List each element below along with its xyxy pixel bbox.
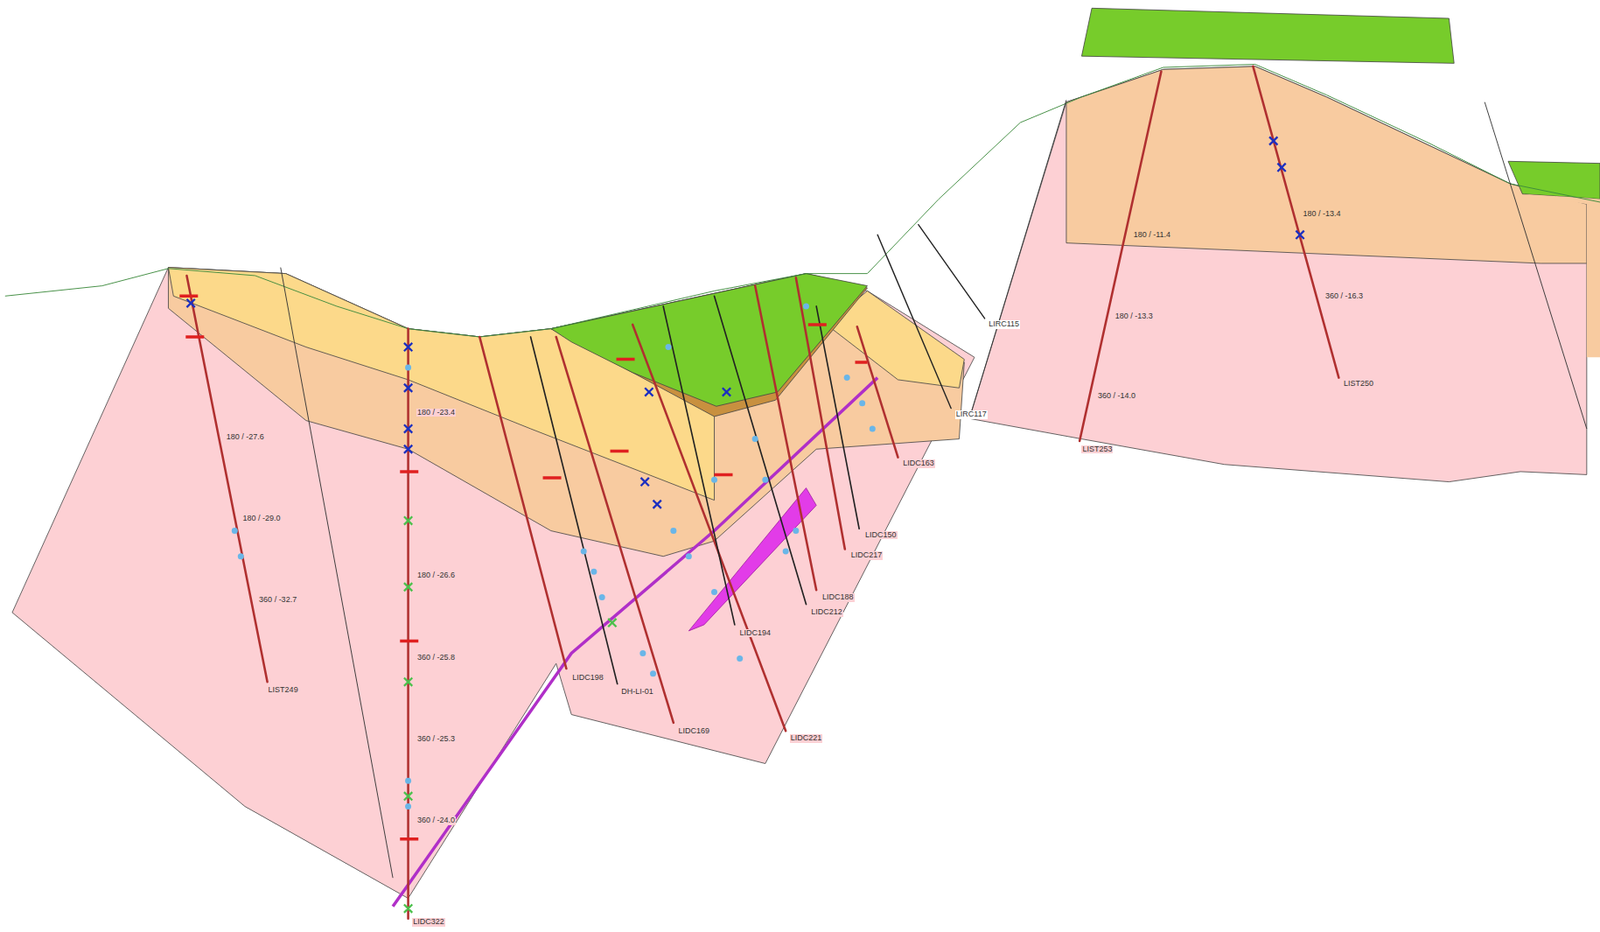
fault-zone: [392, 377, 878, 907]
drill-hole: [406, 328, 410, 919]
green-unit: [1081, 7, 1454, 63]
hole-label: LIRC115: [987, 320, 1021, 329]
depth-label: 360 / -16.3: [1324, 292, 1364, 301]
yellow-unit: [167, 267, 714, 501]
depth-label: 180 / -13.3: [1114, 312, 1154, 322]
depth-label: 360 / -25.8: [416, 653, 456, 663]
hole-label: LIDC194: [739, 628, 773, 638]
depth-label: 180 / -29.0: [241, 514, 281, 524]
hole-label: LIDC322: [412, 917, 446, 927]
drill-hole: [632, 324, 786, 731]
drill-hole: [531, 336, 618, 685]
hole-label: LIDC221: [789, 733, 824, 743]
sample-markers: [231, 302, 876, 810]
hole-label: LIDC198: [571, 673, 605, 683]
structure-marker: [186, 136, 1304, 509]
depth-label: 360 / -32.7: [258, 595, 298, 605]
fault-line: [969, 99, 1067, 419]
structure-marker: [404, 516, 617, 913]
vein-lens: [688, 488, 817, 631]
drill-hole: [479, 336, 566, 669]
fault-line: [1484, 102, 1587, 429]
hole-label: LIST249: [267, 685, 300, 695]
depth-label: 180 / -27.6: [225, 433, 266, 442]
orange-unit: [1522, 194, 1600, 358]
hole-label: LIDC150: [864, 531, 898, 540]
hole-label: LIDC217: [850, 551, 884, 560]
hole-label: LIDC163: [901, 459, 936, 469]
topography-line: [5, 64, 1600, 337]
depth-label: 180 / -26.6: [416, 571, 456, 580]
green-unit: [1508, 160, 1600, 199]
drill-hole: [754, 286, 817, 591]
hole-label: LIST253: [1081, 445, 1113, 455]
drill-holes: [186, 66, 1339, 919]
drill-hole: [918, 224, 986, 319]
depth-label: 180 / -23.4: [416, 408, 456, 418]
depth-label: 360 / -25.3: [416, 734, 456, 744]
depth-label: 180 / -11.4: [1132, 230, 1172, 240]
structure-marker: [179, 295, 867, 839]
drill-hole: [857, 326, 899, 457]
depth-label: 360 / -24.0: [416, 816, 456, 825]
drill-hole: [714, 295, 807, 604]
hole-label: DH-LI-01: [620, 687, 655, 697]
basement-unit: [969, 66, 1587, 483]
basement-unit: [12, 267, 975, 899]
green-unit: [551, 273, 868, 407]
hole-label: LIDC212: [810, 607, 844, 617]
fault-line: [280, 267, 393, 879]
drill-hole: [1079, 71, 1161, 441]
orange-unit: [167, 267, 965, 557]
hole-label: LIRC117: [955, 410, 988, 420]
depth-label: 360 / -14.0: [1096, 391, 1137, 401]
hole-label: LIDC188: [821, 593, 855, 602]
hole-label: LIDC169: [677, 726, 712, 736]
drill-hole: [877, 234, 951, 408]
drill-hole: [663, 306, 735, 625]
depth-label: 180 / -13.4: [1301, 209, 1342, 219]
orange-unit: [1066, 66, 1587, 264]
drill-hole: [556, 336, 674, 723]
brown-band: [551, 273, 868, 417]
drill-hole: [816, 306, 860, 529]
drill-hole: [1252, 66, 1339, 378]
hole-label: LIST250: [1342, 379, 1375, 389]
